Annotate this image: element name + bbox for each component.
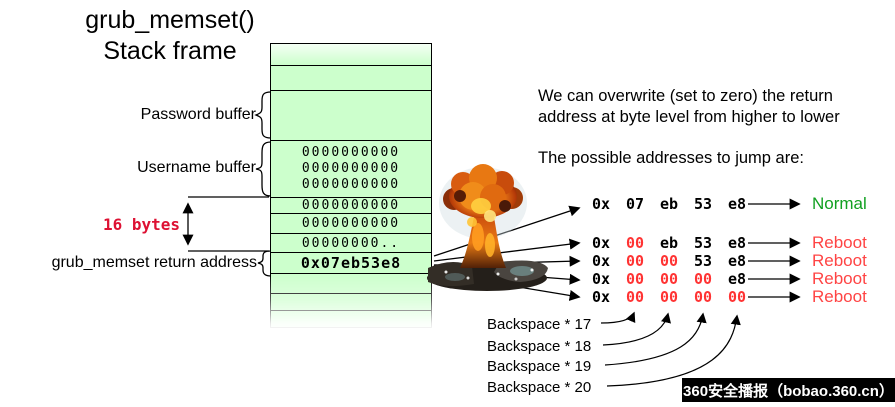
return-address-label: grub_memset return address [51, 254, 257, 271]
address-byte: 00 [694, 288, 713, 306]
backspace-arrows [600, 311, 741, 387]
address-byte: e8 [728, 270, 747, 288]
address-byte: 00 [626, 234, 645, 252]
sixteen-bytes-label: 16 bytes [102, 215, 180, 234]
stack-row: 00000000.. [271, 234, 431, 253]
watermark-banner: 360安全播报（bobao.360.cn） [682, 378, 895, 402]
address-byte: 07 [626, 195, 645, 213]
address-prefix: 0x [592, 234, 611, 252]
address-byte: 00 [660, 288, 679, 306]
address-prefix: 0x [592, 195, 611, 213]
outcome-arrows [748, 198, 801, 303]
address-byte: e8 [728, 252, 747, 270]
address-row-reboot-1: 0x 00 eb 53 e8 [592, 234, 746, 252]
address-byte: 00 [660, 270, 679, 288]
possible-addresses-caption: The possible addresses to jump are: [538, 149, 804, 167]
page-title: grub_memset() Stack frame [40, 5, 300, 67]
sixteen-bytes-bracket [182, 196, 269, 252]
stack-row-return-address: 0x07eb53e8 [271, 253, 431, 274]
address-row-reboot-2: 0x 00 00 53 e8 [592, 252, 746, 270]
address-byte: 00 [660, 252, 679, 270]
backspace-19-label: Backspace * 19 [487, 358, 592, 375]
stack-row-username-buffer: 0000000000 0000000000 0000000000 [271, 141, 431, 198]
address-byte: 00 [728, 288, 747, 306]
nuclear-explosion-icon [427, 164, 548, 291]
stack-frame-diagram: 0000000000 0000000000 0000000000 0000000… [270, 43, 432, 328]
address-byte: 53 [694, 195, 713, 213]
title-line2: Stack frame [103, 37, 237, 65]
address-byte: 00 [626, 252, 645, 270]
title-line1: grub_memset() [85, 6, 255, 34]
username-buffer-label: Username buffer [137, 159, 256, 176]
address-row-normal: 0x 07 eb 53 e8 [592, 195, 746, 213]
address-byte: 53 [694, 234, 713, 252]
stack-row-password-buffer [271, 91, 431, 141]
fan-arrows [433, 205, 581, 301]
address-prefix: 0x [592, 288, 611, 306]
address-byte: eb [660, 195, 679, 213]
stack-row [271, 311, 431, 328]
stack-row [271, 44, 431, 66]
address-row-reboot-3: 0x 00 00 00 e8 [592, 270, 746, 288]
address-byte: 53 [694, 252, 713, 270]
address-byte: 00 [694, 270, 713, 288]
outcome-label-reboot: Reboot [812, 233, 867, 252]
brace-password [254, 91, 272, 139]
stack-row [271, 66, 431, 91]
address-byte: 00 [626, 270, 645, 288]
stack-row [271, 274, 431, 294]
backspace-18-label: Backspace * 18 [487, 338, 592, 355]
password-buffer-label: Password buffer [140, 106, 256, 123]
address-byte: e8 [728, 195, 747, 213]
outcome-label-reboot: Reboot [812, 269, 867, 288]
outcome-label-reboot: Reboot [812, 251, 867, 270]
stack-row [271, 294, 431, 311]
backspace-20-label: Backspace * 20 [487, 379, 592, 396]
outcome-label-reboot: Reboot [812, 287, 867, 306]
address-byte: e8 [728, 234, 747, 252]
stack-row: 0000000000 [271, 198, 431, 214]
address-prefix: 0x [592, 252, 611, 270]
address-byte: 00 [626, 288, 645, 306]
brace-username [255, 141, 272, 197]
address-prefix: 0x [592, 270, 611, 288]
backspace-17-label: Backspace * 17 [487, 316, 592, 333]
outcome-label-normal: Normal [812, 194, 867, 213]
address-row-reboot-4: 0x 00 00 00 00 [592, 288, 746, 306]
address-byte: eb [660, 234, 679, 252]
overwrite-description: We can overwrite (set to zero) the retur… [538, 87, 840, 126]
stack-row: 0000000000 [271, 214, 431, 234]
